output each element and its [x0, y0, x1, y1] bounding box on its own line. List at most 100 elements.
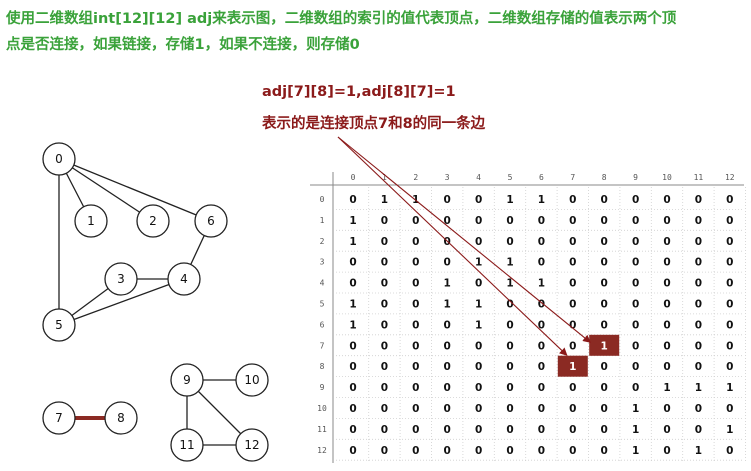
- matrix-cell: 1: [538, 278, 545, 290]
- matrix-cell: 0: [663, 424, 670, 436]
- matrix-cell: 1: [569, 361, 576, 373]
- matrix-cell: 0: [538, 361, 545, 373]
- matrix-cell: 0: [632, 361, 639, 373]
- matrix-cell: 0: [601, 299, 608, 311]
- matrix-highlight-cell: [589, 334, 620, 356]
- matrix-cell: 0: [726, 236, 733, 248]
- matrix-highlight-cell: [557, 355, 588, 377]
- matrix-row-header: 11: [317, 425, 327, 434]
- matrix-col-header: 9: [633, 173, 638, 182]
- matrix-col-header: 11: [694, 173, 704, 182]
- matrix-cell: 0: [412, 445, 419, 457]
- matrix-cell: 1: [475, 319, 482, 331]
- matrix-cell: 0: [632, 215, 639, 227]
- matrix-cell: 0: [506, 403, 513, 415]
- matrix-cell: 0: [412, 403, 419, 415]
- matrix-col-header: 3: [445, 173, 450, 182]
- matrix-cell: 0: [569, 257, 576, 269]
- matrix-cell: 1: [506, 194, 513, 206]
- graph-vertex-8: [104, 401, 138, 435]
- matrix-cell: 0: [695, 299, 702, 311]
- matrix-cell: 0: [601, 382, 608, 394]
- matrix-cell: 0: [726, 361, 733, 373]
- matrix-cell: 0: [569, 403, 576, 415]
- matrix-cell: 0: [506, 319, 513, 331]
- matrix-cell: 0: [412, 361, 419, 373]
- matrix-col-header: 7: [570, 173, 575, 182]
- matrix-cell: 1: [601, 340, 608, 352]
- graph-vertex-label: 7: [55, 411, 63, 425]
- matrix-cell: 0: [381, 319, 388, 331]
- annotation-arrows: [337, 136, 591, 356]
- matrix-cell: 0: [475, 403, 482, 415]
- matrix-cell: 0: [663, 361, 670, 373]
- graph-vertex-label: 4: [180, 272, 188, 286]
- matrix-cell: 0: [412, 319, 419, 331]
- matrix-cell: 1: [349, 319, 356, 331]
- matrix-cell: 0: [632, 340, 639, 352]
- matrix-col-header: 1: [382, 173, 387, 182]
- matrix-cell: 0: [444, 361, 451, 373]
- matrix-cell: 0: [601, 445, 608, 457]
- graph-vertex-label: 2: [149, 214, 157, 228]
- matrix-cell: 1: [726, 382, 733, 394]
- matrix-cell: 1: [726, 424, 733, 436]
- matrix-cell: 0: [569, 278, 576, 290]
- matrix-cell: 0: [506, 215, 513, 227]
- matrix-cell: 0: [349, 445, 356, 457]
- matrix-cell: 1: [506, 257, 513, 269]
- matrix-row-header: 10: [317, 404, 327, 413]
- matrix-cell: 0: [632, 382, 639, 394]
- matrix-cell: 0: [381, 361, 388, 373]
- matrix-cell: 1: [444, 299, 451, 311]
- matrix-cell: 0: [726, 215, 733, 227]
- matrix-col-header: 6: [539, 173, 544, 182]
- matrix-cell: 0: [538, 215, 545, 227]
- matrix-cell: 1: [632, 424, 639, 436]
- matrix-cell: 0: [538, 403, 545, 415]
- matrix-cell: 0: [601, 319, 608, 331]
- adjacency-matrix: 0123456789101112012345678910111201100110…: [310, 172, 746, 463]
- matrix-cell: 0: [601, 278, 608, 290]
- matrix-cell: 0: [569, 194, 576, 206]
- matrix-col-header: 0: [351, 173, 356, 182]
- graph-vertex-label: 1: [87, 214, 95, 228]
- matrix-cell: 0: [569, 424, 576, 436]
- matrix-cell: 0: [601, 361, 608, 373]
- matrix-cell: 0: [726, 340, 733, 352]
- matrix-cell: 0: [695, 215, 702, 227]
- matrix-cell: 0: [381, 382, 388, 394]
- matrix-row-header: 12: [317, 446, 327, 455]
- graph-vertex-10: [235, 363, 269, 397]
- matrix-col-header: 10: [662, 173, 672, 182]
- graph-vertex-label: 0: [55, 152, 63, 166]
- matrix-cell: 0: [349, 361, 356, 373]
- matrix-cell: 0: [506, 382, 513, 394]
- matrix-cell: 0: [538, 340, 545, 352]
- matrix-cell: 0: [726, 257, 733, 269]
- matrix-cell: 0: [381, 424, 388, 436]
- graph-vertex-label: 3: [117, 272, 125, 286]
- matrix-col-header: 12: [725, 173, 735, 182]
- matrix-cell: 0: [349, 340, 356, 352]
- matrix-cell: 0: [475, 340, 482, 352]
- matrix-cell: 0: [381, 340, 388, 352]
- matrix-cell: 0: [726, 319, 733, 331]
- matrix-cell: 0: [538, 424, 545, 436]
- matrix-cell: 0: [475, 382, 482, 394]
- matrix-row-header: 5: [320, 300, 325, 309]
- matrix-cell: 1: [349, 299, 356, 311]
- matrix-cell: 0: [569, 319, 576, 331]
- graph-vertex-label: 6: [207, 214, 215, 228]
- matrix-col-header: 4: [476, 173, 481, 182]
- matrix-cell: 1: [695, 445, 702, 457]
- matrix-cell: 1: [444, 278, 451, 290]
- graph-vertex-1: [74, 204, 108, 238]
- matrix-cell: 0: [569, 382, 576, 394]
- matrix-col-header: 5: [508, 173, 513, 182]
- matrix-cell: 0: [349, 382, 356, 394]
- graph-vertex-label: 12: [244, 438, 259, 452]
- matrix-cell: 0: [412, 340, 419, 352]
- matrix-cell: 0: [444, 257, 451, 269]
